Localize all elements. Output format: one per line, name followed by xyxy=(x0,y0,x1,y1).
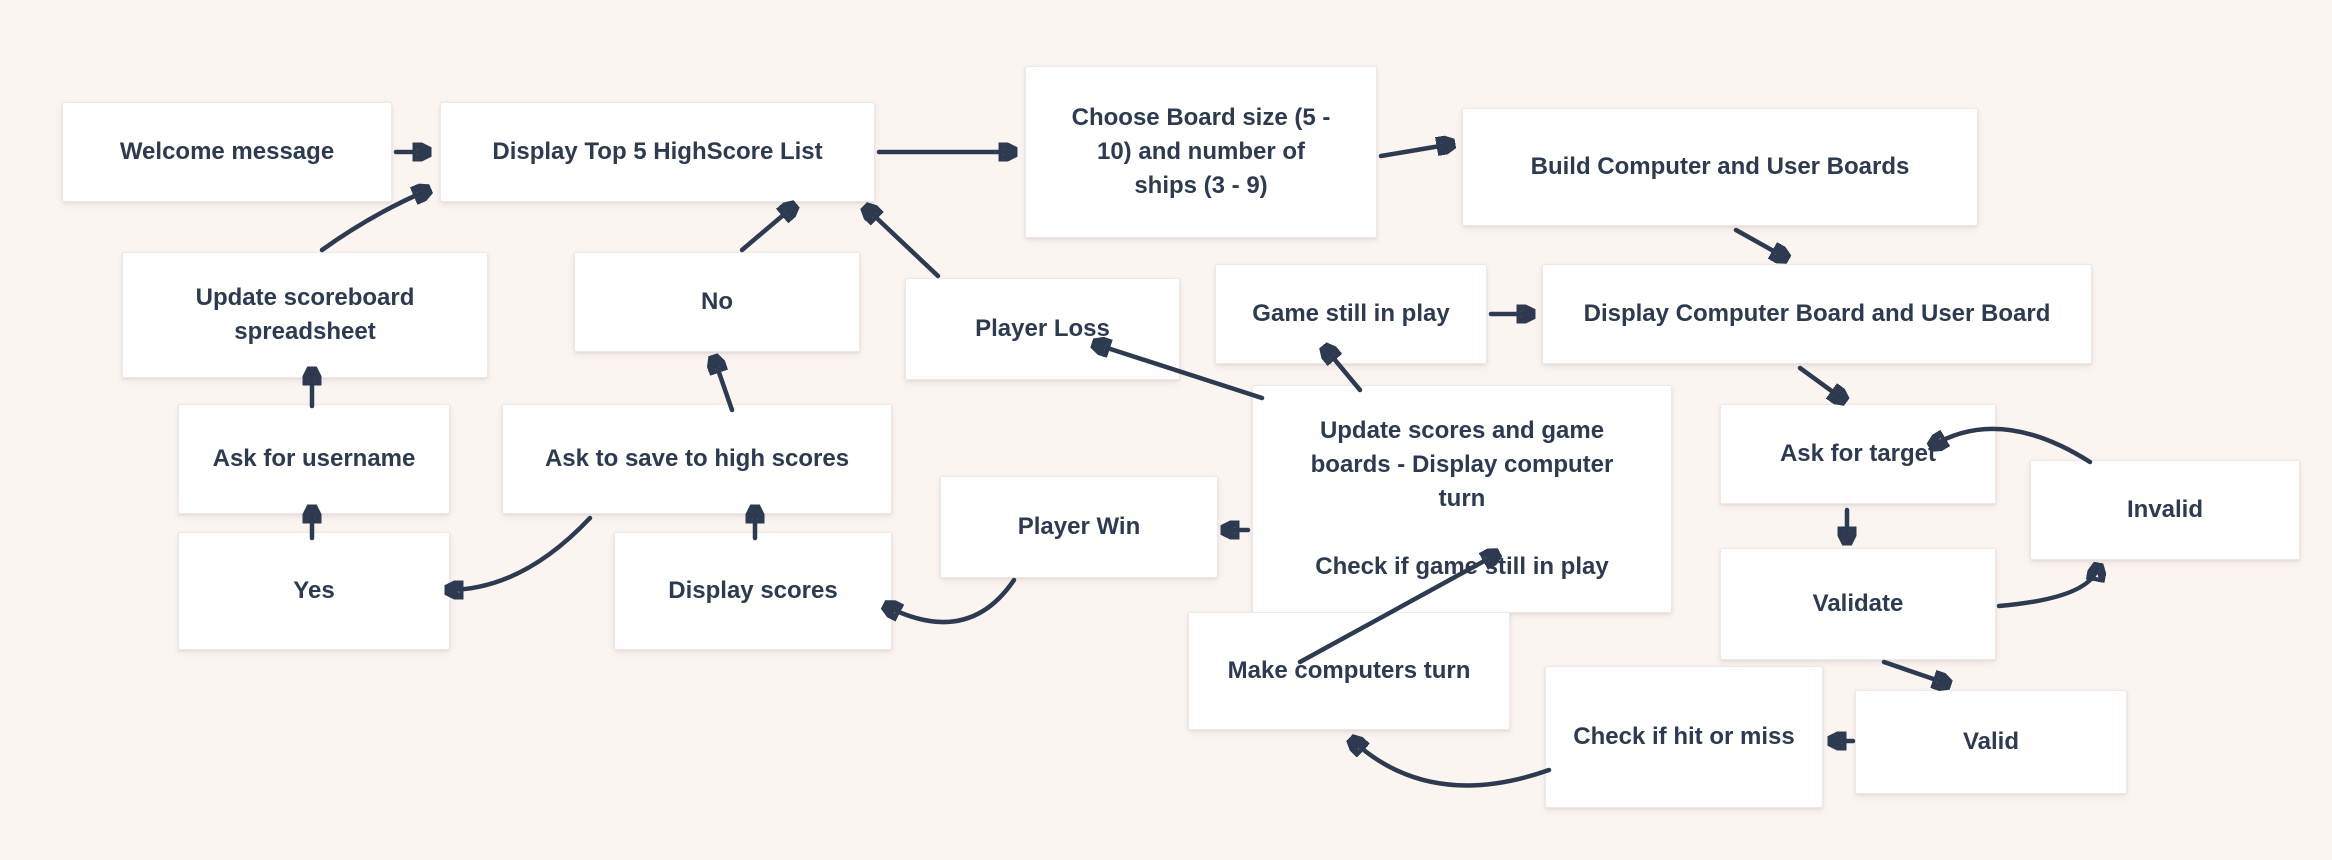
flow-node-label-no: No xyxy=(701,287,733,315)
flow-node-label-update-scoreboard: Update scoreboard spreadsheet xyxy=(195,283,415,345)
flow-node-ask-username[interactable]: Ask for username xyxy=(178,404,450,514)
flow-node-label-build-boards: Build Computer and User Boards xyxy=(1530,152,1910,180)
flow-node-label-player-loss: Player Loss xyxy=(975,314,1110,342)
flow-node-label-validate: Validate xyxy=(1812,589,1904,617)
flow-node-check-hit[interactable]: Check if hit or miss xyxy=(1545,666,1823,808)
flow-edge-validate-to-invalid xyxy=(1996,566,2098,609)
flow-node-label-ask-save: Ask to save to high scores xyxy=(544,444,850,472)
flow-node-choose-board[interactable]: Choose Board size (5 - 10) and number of… xyxy=(1025,66,1377,238)
flow-node-display-scores[interactable]: Display scores xyxy=(614,532,892,650)
flow-edge-ask-save-to-no xyxy=(714,358,735,413)
flow-node-yes[interactable]: Yes xyxy=(178,532,450,650)
flow-node-display-boards[interactable]: Display Computer Board and User Board xyxy=(1542,264,2092,364)
flow-edge-validate-to-valid xyxy=(1881,659,1948,684)
flow-node-invalid[interactable]: Invalid xyxy=(2030,460,2300,560)
flow-node-label-display-scores: Display scores xyxy=(668,576,838,604)
flow-node-label-player-win: Player Win xyxy=(1017,512,1141,540)
flow-node-label-ask-username: Ask for username xyxy=(212,444,416,472)
flow-edge-choose-board-to-build-boards xyxy=(1378,144,1452,159)
flow-node-update-scoreboard[interactable]: Update scoreboard spreadsheet xyxy=(122,252,488,378)
flow-node-player-win[interactable]: Player Win xyxy=(940,476,1218,578)
flow-node-label-check-hit: Check if hit or miss xyxy=(1573,722,1795,750)
flow-node-label-game-in-play: Game still in play xyxy=(1252,299,1450,327)
flow-node-welcome[interactable]: Welcome message xyxy=(62,102,392,202)
flow-node-validate[interactable]: Validate xyxy=(1720,548,1996,660)
flow-node-label-valid: Valid xyxy=(1962,727,2020,755)
flow-node-display-top5[interactable]: Display Top 5 HighScore List xyxy=(440,102,875,202)
flow-node-label-welcome: Welcome message xyxy=(119,137,335,165)
flow-node-label-ask-target: Ask for target xyxy=(1779,439,1937,467)
flow-node-label-invalid: Invalid xyxy=(2126,495,2204,523)
flow-edge-check-hit-to-make-turn xyxy=(1352,740,1552,788)
flow-node-game-in-play[interactable]: Game still in play xyxy=(1215,264,1487,364)
flow-edge-no-to-display-top5 xyxy=(739,206,794,253)
flow-node-no[interactable]: No xyxy=(574,252,860,352)
flow-edge-display-boards-to-ask-target xyxy=(1797,365,1844,400)
flow-node-ask-save[interactable]: Ask to save to high scores xyxy=(502,404,892,514)
flow-edge-ask-save-to-yes xyxy=(448,515,593,590)
flow-node-update-scores[interactable]: Update scores and game boards - Display … xyxy=(1252,385,1672,613)
flow-node-label-display-boards: Display Computer Board and User Board xyxy=(1583,299,2051,327)
flow-edge-build-boards-to-display-boards xyxy=(1733,227,1786,258)
flow-edge-player-win-to-display-scores xyxy=(886,577,1017,625)
flow-node-ask-target[interactable]: Ask for target xyxy=(1720,404,1996,504)
flow-node-label-update-scores: Update scores and game boards - Display … xyxy=(1310,416,1614,581)
flow-node-make-turn[interactable]: Make computers turn xyxy=(1188,612,1510,730)
flow-node-label-display-top5: Display Top 5 HighScore List xyxy=(492,137,823,165)
flow-node-label-yes: Yes xyxy=(293,576,335,604)
flow-node-valid[interactable]: Valid xyxy=(1855,690,2127,794)
flow-node-label-make-turn: Make computers turn xyxy=(1227,656,1471,684)
flow-edge-player-loss-to-display-top5 xyxy=(866,208,941,279)
flow-node-build-boards[interactable]: Build Computer and User Boards xyxy=(1462,108,1978,226)
flow-node-label-choose-board: Choose Board size (5 - 10) and number of… xyxy=(1071,103,1331,200)
flow-node-player-loss[interactable]: Player Loss xyxy=(905,278,1180,380)
